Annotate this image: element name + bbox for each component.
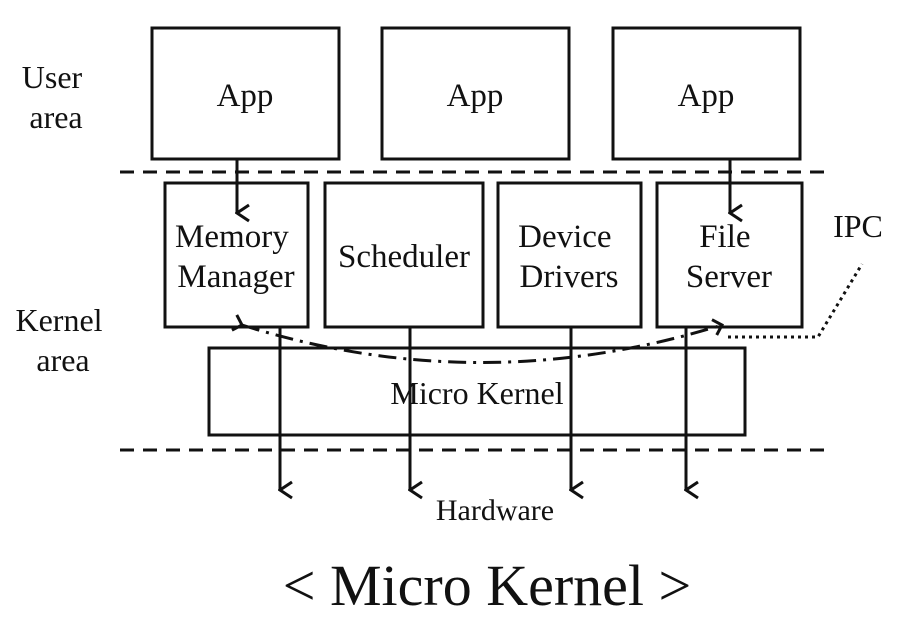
ipc-label: IPC [833,208,883,244]
app-label: App [678,78,735,114]
micro-kernel-label: Micro Kernel [390,375,563,411]
device-drivers-box: Device Drivers [496,181,643,329]
diagram-caption: < Micro Kernel > [283,553,691,618]
kernel-area-label: Kernel area [15,302,110,378]
memory-manager-label: Memory Manager [175,219,297,295]
ipc-leader-line [728,263,864,339]
scheduler-label: Scheduler [338,239,470,275]
scheduler-box: Scheduler [323,181,485,329]
file-server-label: File Server [686,219,772,295]
hardware-label: Hardware [436,494,554,527]
micro-kernel-box: Micro Kernel [207,346,747,437]
app-box: App [150,26,341,161]
user-area-label: User area [22,59,90,135]
app-label: App [217,78,274,114]
app-box: App [380,26,571,161]
app-box: App [611,26,802,161]
device-drivers-label: Device Drivers [518,219,620,295]
app-label: App [447,78,504,114]
